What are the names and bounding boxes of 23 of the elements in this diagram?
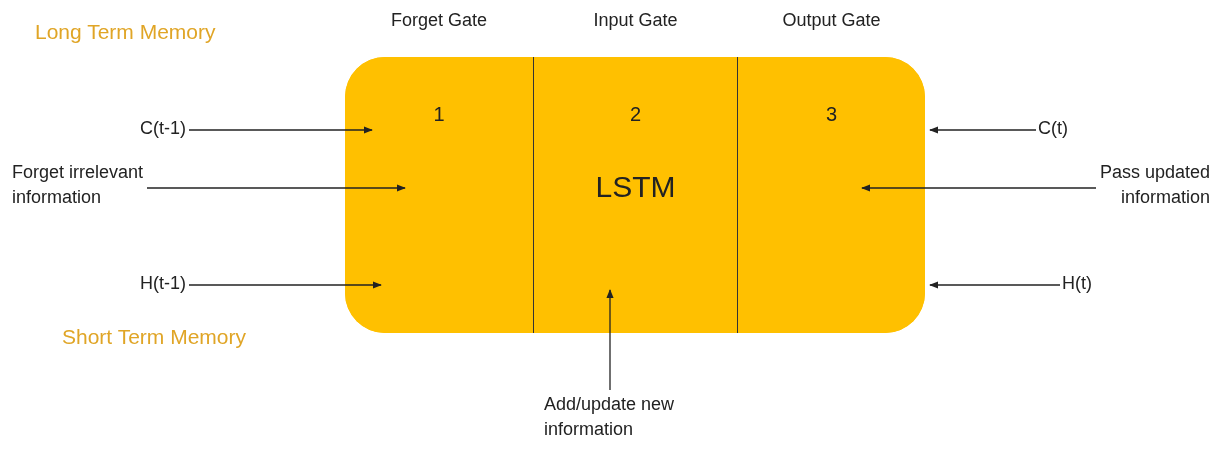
gate-title: Input Gate (593, 9, 678, 32)
cell-state-label: C(t) (1038, 116, 1069, 144)
arrow (188, 281, 382, 289)
arrow (861, 184, 1097, 192)
arrow (929, 281, 1061, 289)
gate-number: 1 (433, 102, 445, 127)
gate-number: 3 (825, 102, 838, 127)
gate-title: Forget Gate (391, 9, 487, 32)
memory-label: Short Term Memory (62, 325, 246, 349)
arrow (929, 126, 1037, 134)
gate-title: Output Gate (782, 9, 881, 32)
cell-state-label: C(t-1) (140, 116, 187, 144)
description-text: Forget irrelevant information (12, 160, 145, 216)
arrow (188, 126, 373, 134)
arrow (146, 184, 406, 192)
description-text: Add/update new information (544, 392, 676, 472)
description-text: Pass updated information (1098, 160, 1210, 216)
gate-number: 2 (629, 102, 642, 127)
cell-title: LSTM (595, 169, 676, 205)
memory-label: Long Term Memory (35, 20, 216, 44)
arrow (606, 289, 614, 391)
hidden-state-label: H(t-1) (140, 271, 187, 299)
hidden-state-label: H(t) (1062, 271, 1093, 299)
